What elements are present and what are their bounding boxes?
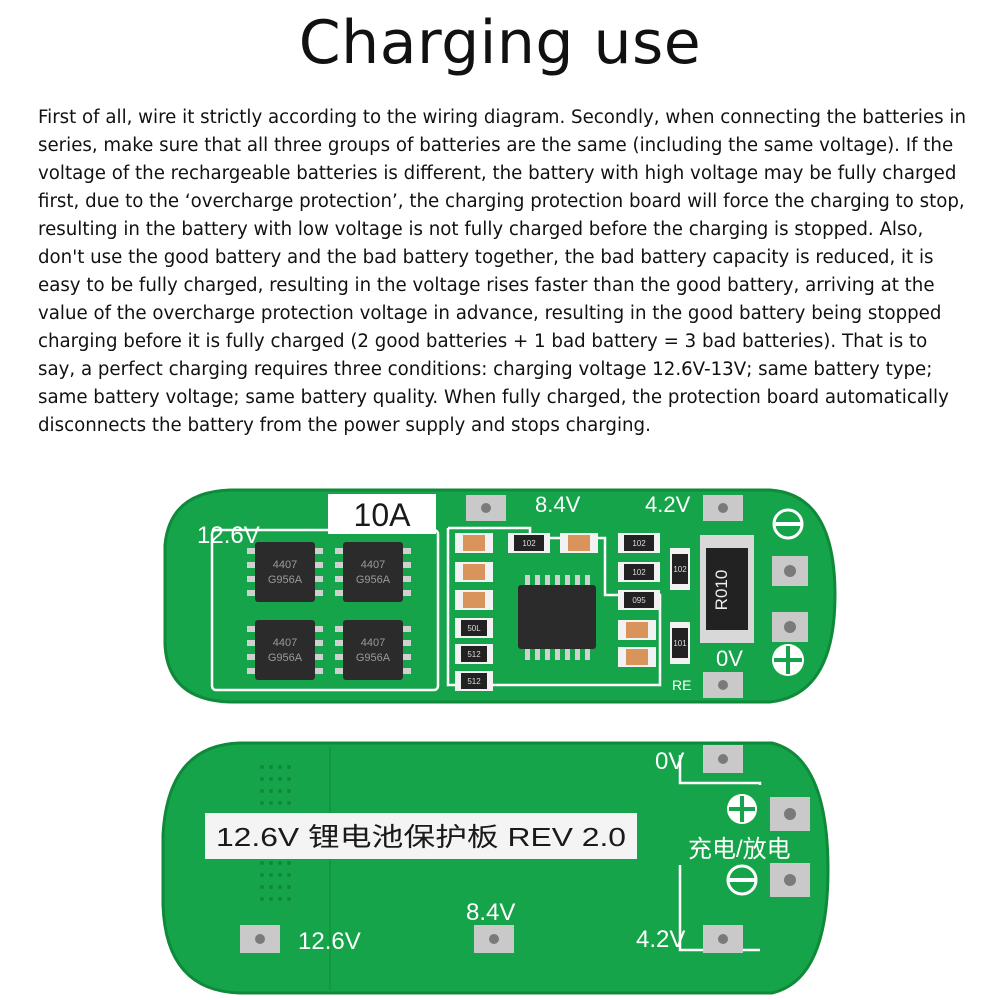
page-title: Charging use — [298, 8, 702, 78]
svg-text:102: 102 — [522, 539, 536, 548]
via-hole — [287, 873, 291, 877]
label-12-6v-top: 12.6V — [197, 522, 260, 549]
svg-text:102: 102 — [632, 539, 646, 548]
via-hole — [260, 789, 264, 793]
via-hole — [269, 789, 273, 793]
via-hole — [287, 861, 291, 865]
via-hole — [278, 873, 282, 877]
via-hole — [278, 765, 282, 769]
label-0v-bottom: 0V — [655, 748, 684, 775]
via-hole — [269, 777, 273, 781]
svg-text:095: 095 — [632, 596, 646, 605]
smd-codes: 102 102 102 095 50L 512 512 102 101 — [467, 539, 687, 686]
board-label-band — [205, 813, 637, 859]
via-hole — [287, 765, 291, 769]
minus-symbol-bottom — [726, 864, 758, 896]
smd-resistors — [455, 533, 690, 691]
via-hole — [260, 777, 264, 781]
svg-text:50L: 50L — [467, 624, 481, 633]
svg-text:G956A: G956A — [268, 652, 303, 664]
via-hole — [287, 789, 291, 793]
svg-text:101: 101 — [673, 639, 687, 648]
via-hole — [287, 801, 291, 805]
svg-text:4407: 4407 — [361, 637, 385, 649]
protection-ic — [518, 575, 596, 660]
solder-pads-bottom — [240, 745, 810, 953]
via-hole — [269, 897, 273, 901]
via-hole — [260, 885, 264, 889]
label-re: RE — [672, 677, 691, 693]
board-label: 12.6V 锂电池保护板 REV 2.0 — [216, 822, 626, 852]
plus-symbol-bottom — [727, 794, 757, 824]
svg-text:4407: 4407 — [361, 559, 385, 571]
via-hole — [260, 765, 264, 769]
svg-text:4407: 4407 — [273, 637, 297, 649]
via-hole — [287, 897, 291, 901]
smd-capacitors — [455, 533, 656, 667]
shunt-resistor: R010 — [700, 535, 754, 643]
current-label-box — [328, 494, 436, 534]
svg-text:4407: 4407 — [273, 559, 297, 571]
via-hole — [278, 897, 282, 901]
via-hole — [278, 777, 282, 781]
via-hole — [269, 861, 273, 865]
pcb-top-photo: 10A 12.6V 8.4V 4.2V 0V RE — [163, 488, 837, 704]
solder-pads-top — [466, 495, 808, 698]
via-hole — [287, 777, 291, 781]
description-paragraph: First of all, wire it strictly according… — [38, 107, 966, 436]
via-hole — [287, 885, 291, 889]
via-hole — [269, 873, 273, 877]
via-hole — [278, 801, 282, 805]
via-hole — [260, 873, 264, 877]
svg-text:102: 102 — [673, 565, 687, 574]
label-8-4v-bottom: 8.4V — [466, 899, 515, 926]
svg-text:G956A: G956A — [268, 574, 303, 586]
svg-text:R010: R010 — [712, 570, 731, 611]
label-0v-top: 0V — [716, 646, 743, 671]
label-4-2v-top: 4.2V — [645, 492, 691, 517]
pcb-top-body — [163, 488, 837, 704]
pcb-bottom-photo: 12.6V 锂电池保护板 REV 2.0 0V 8.4V 4.2V 12.6V … — [161, 741, 830, 995]
via-hole — [269, 801, 273, 805]
via-hole — [269, 885, 273, 889]
charge-discharge-label: 充电/放电 — [688, 836, 791, 863]
svg-text:102: 102 — [632, 568, 646, 577]
via-hole — [278, 885, 282, 889]
via-hole — [260, 801, 264, 805]
mosfet-frame — [210, 528, 440, 692]
svg-text:512: 512 — [467, 677, 481, 686]
plus-symbol-top — [772, 644, 804, 676]
via-hole — [260, 861, 264, 865]
svg-text:512: 512 — [467, 650, 481, 659]
via-hole — [278, 861, 282, 865]
label-8-4v-top: 8.4V — [535, 492, 581, 517]
minus-symbol-top — [772, 508, 804, 540]
label-12-6v-bottom: 12.6V — [298, 928, 361, 955]
mosfet-markings: 4407 G956A 4407 G956A 4407 G956A 4407 G9… — [268, 559, 391, 664]
current-label: 10A — [354, 497, 412, 533]
svg-text:G956A: G956A — [356, 652, 391, 664]
terminal-frame — [678, 755, 762, 785]
via-hole — [260, 897, 264, 901]
mosfet-chips — [247, 542, 411, 680]
ic-frame — [446, 526, 662, 687]
via-hole — [278, 789, 282, 793]
label-4-2v-bottom: 4.2V — [636, 926, 685, 953]
svg-text:G956A: G956A — [356, 574, 391, 586]
via-hole — [269, 765, 273, 769]
